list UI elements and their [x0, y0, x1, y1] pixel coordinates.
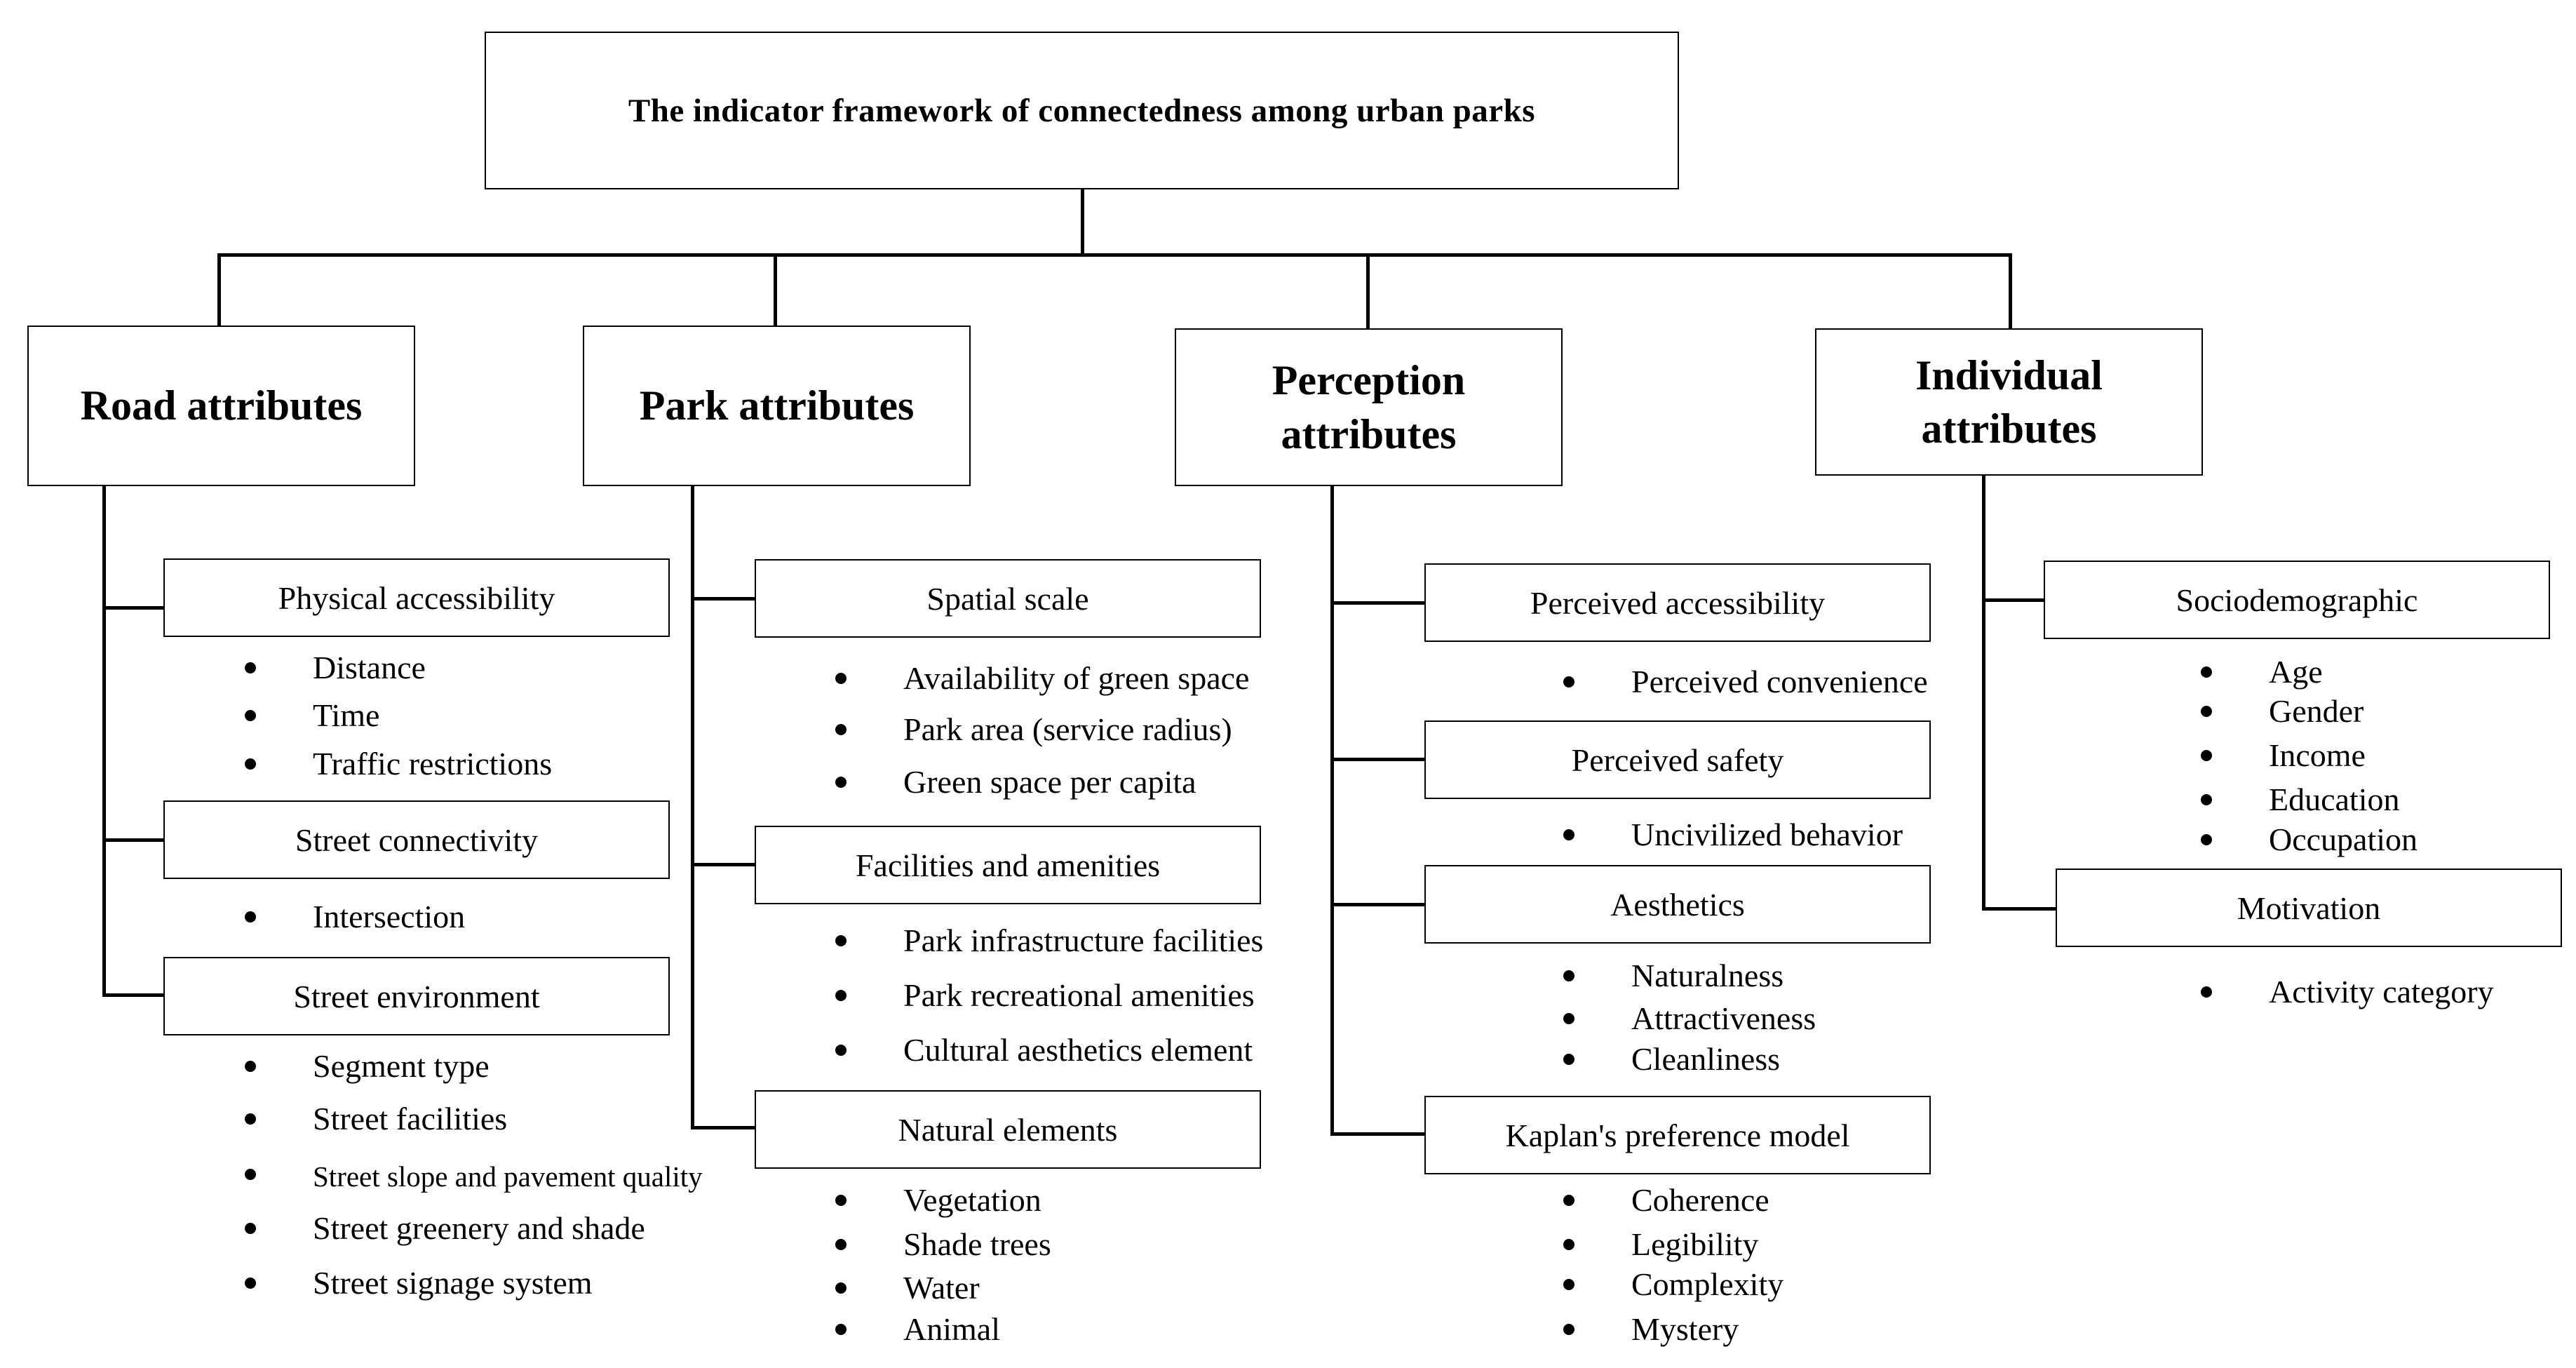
sub-perceived-accessibility-title: Perceived accessibility — [1530, 584, 1826, 621]
category-park: Park attributes — [583, 326, 971, 486]
sub-kaplan-model-title: Kaplan's preference model — [1505, 1117, 1850, 1153]
individual-branch-1 — [1982, 598, 2044, 602]
perception-trunk — [1330, 486, 1334, 1136]
road-branch-3 — [102, 993, 164, 997]
sub-physical-accessibility: Physical accessibility — [163, 558, 670, 637]
road-trunk — [102, 486, 106, 997]
sub-natural-elements-title: Natural elements — [898, 1111, 1118, 1148]
connector-to-perception — [1366, 253, 1370, 328]
root-box: The indicator framework of connectedness… — [485, 32, 1679, 189]
connector-to-individual — [2009, 253, 2012, 328]
connector-top-bar — [217, 253, 2011, 257]
sub-physical-accessibility-title: Physical accessibility — [278, 579, 555, 616]
sub-sociodemographic: Sociodemographic — [2044, 561, 2550, 639]
sub-facilities-amenities: Facilities and amenities — [755, 826, 1261, 904]
root-title: The indicator framework of connectedness… — [628, 92, 1536, 129]
sub-spatial-scale: Spatial scale — [755, 559, 1261, 638]
sub-aesthetics-title: Aesthetics — [1610, 886, 1745, 923]
sub-motivation-title: Motivation — [2237, 890, 2381, 926]
category-road-title: Road attributes — [80, 382, 363, 429]
connector-root-down — [1081, 189, 1084, 257]
perception-branch-4 — [1330, 1132, 1424, 1136]
perception-branch-2 — [1330, 758, 1424, 761]
individual-branch-2 — [1982, 907, 2056, 911]
road-branch-2 — [102, 838, 164, 842]
sub-facilities-amenities-title: Facilities and amenities — [855, 847, 1161, 883]
sub-perceived-safety-title: Perceived safety — [1571, 742, 1784, 778]
park-branch-2 — [691, 863, 755, 866]
sub-kaplan-model: Kaplan's preference model — [1424, 1096, 1931, 1174]
park-branch-3 — [691, 1126, 755, 1129]
park-branch-1 — [691, 597, 755, 601]
individual-trunk — [1982, 476, 1985, 911]
sub-aesthetics: Aesthetics — [1424, 865, 1931, 944]
category-perception: Perception attributes — [1175, 328, 1563, 486]
connector-to-road — [217, 253, 221, 326]
road-branch-1 — [102, 606, 164, 610]
sub-street-environment-title: Street environment — [293, 978, 540, 1014]
park-trunk — [691, 486, 694, 1129]
sub-street-connectivity-title: Street connectivity — [295, 822, 539, 858]
sub-street-environment: Street environment — [163, 957, 670, 1035]
sub-natural-elements: Natural elements — [755, 1090, 1261, 1169]
sub-perceived-accessibility: Perceived accessibility — [1424, 563, 1931, 642]
category-road: Road attributes — [27, 326, 415, 486]
sub-spatial-scale-title: Spatial scale — [926, 580, 1089, 617]
category-perception-title: Perception attributes — [1272, 357, 1466, 457]
category-park-title: Park attributes — [639, 382, 915, 429]
perception-branch-1 — [1330, 601, 1424, 605]
category-individual: Individual attributes — [1815, 328, 2203, 476]
category-individual-title: Individual attributes — [1915, 351, 2103, 452]
sub-street-connectivity: Street connectivity — [163, 800, 670, 879]
sub-sociodemographic-title: Sociodemographic — [2176, 582, 2418, 618]
connector-to-park — [774, 253, 777, 326]
sub-perceived-safety: Perceived safety — [1424, 720, 1931, 799]
sub-motivation: Motivation — [2056, 869, 2562, 947]
perception-branch-3 — [1330, 903, 1424, 906]
